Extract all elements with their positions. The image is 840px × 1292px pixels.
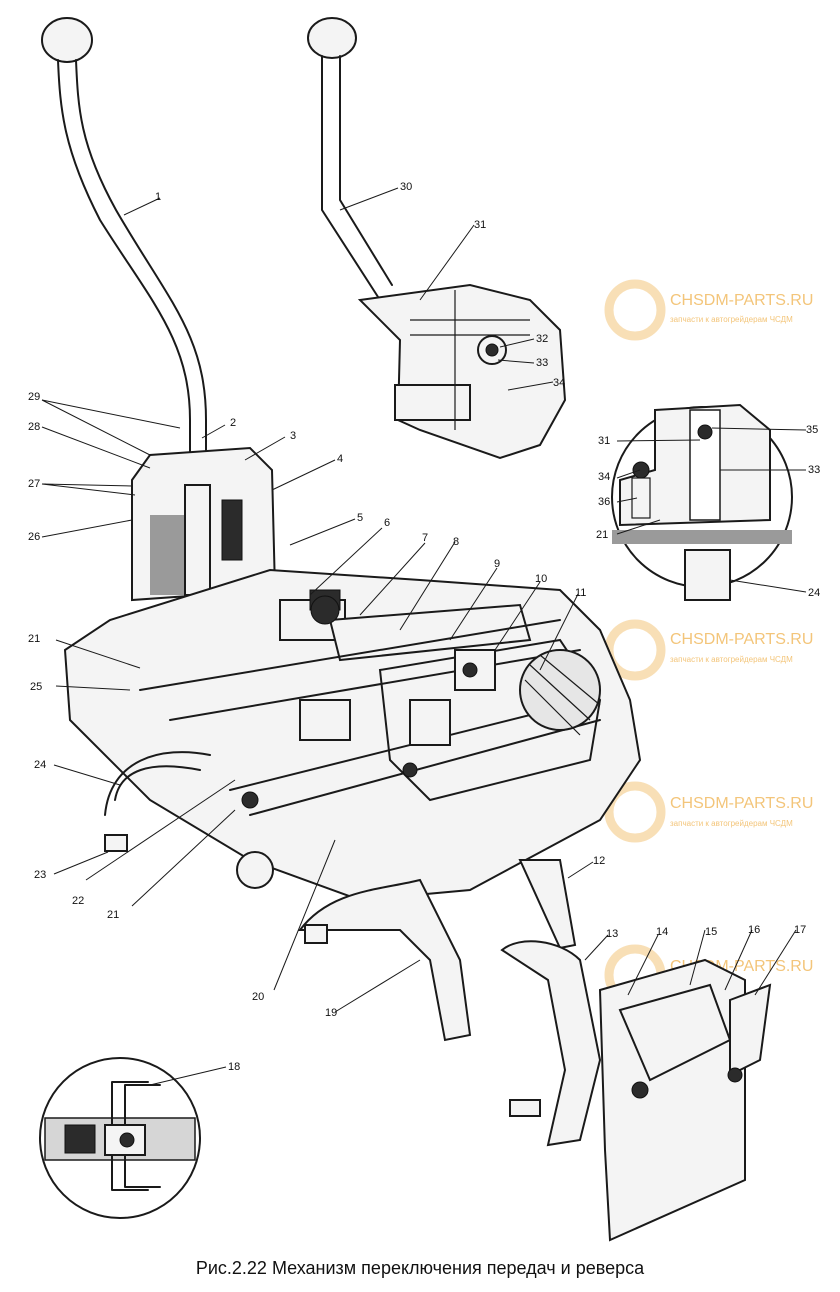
callout-32: 32 (536, 333, 548, 345)
callout-11: 11 (575, 587, 586, 599)
reverse-lever-assembly (307, 17, 567, 460)
callout-18: 18 (228, 1061, 240, 1073)
callout-labels: 1 2 3 4 5 6 7 8 9 10 11 12 13 14 15 16 1… (28, 181, 820, 1073)
callout-1: 1 (155, 191, 161, 203)
callout-25: 25 (30, 681, 42, 693)
callout-34: 34 (553, 377, 565, 389)
callout-8: 8 (453, 536, 459, 548)
callout-27: 27 (28, 478, 40, 490)
callout-12: 12 (593, 855, 605, 867)
callout-29: 29 (28, 391, 40, 403)
svg-text:запчасти к автогрейдерам ЧСДМ: запчасти к автогрейдерам ЧСДМ (670, 315, 793, 324)
callout-20: 20 (252, 991, 264, 1003)
callout-23: 23 (34, 869, 46, 881)
callout-35: 35 (806, 424, 818, 436)
watermark-2: CHSDM-PARTS.RU запчасти к автогрейдерам … (604, 619, 813, 681)
callout-7: 7 (422, 532, 428, 544)
callout-24-inset: 24 (808, 587, 820, 599)
svg-text:запчасти к автогрейдерам ЧСДМ: запчасти к автогрейдерам ЧСДМ (670, 655, 793, 664)
callout-15: 15 (705, 926, 717, 938)
watermark-1: CHSDM-PARTS.RU запчасти к автогрейдерам … (604, 279, 813, 341)
callout-14: 14 (656, 926, 668, 938)
callout-21-inset: 21 (596, 529, 608, 541)
callout-19: 19 (325, 1007, 337, 1019)
callout-5: 5 (357, 512, 363, 524)
fork-12 (518, 859, 577, 950)
callout-36: 36 (598, 496, 610, 508)
callout-34-inset: 34 (598, 471, 610, 483)
callout-6: 6 (384, 517, 390, 529)
callout-24: 24 (34, 759, 46, 771)
gear-lever (41, 17, 207, 521)
callout-33: 33 (536, 357, 548, 369)
callout-13: 13 (606, 928, 618, 940)
figure-caption: Рис.2.22 Механизм переключения передач и… (195, 1258, 645, 1278)
fork-24 (104, 751, 211, 852)
inset-detail-latch (611, 403, 793, 601)
svg-text:CHSDM-PARTS.RU: CHSDM-PARTS.RU (670, 795, 813, 812)
svg-text:CHSDM-PARTS.RU: CHSDM-PARTS.RU (670, 292, 813, 309)
callout-33-inset: 33 (808, 464, 820, 476)
callout-2: 2 (230, 417, 236, 429)
callout-31: 31 (474, 219, 486, 231)
callout-10: 10 (535, 573, 547, 585)
fork-19 (297, 878, 472, 1042)
callout-17: 17 (794, 924, 806, 936)
fork-13-assembly (500, 940, 772, 1242)
callout-28: 28 (28, 421, 40, 433)
callout-22: 22 (72, 895, 84, 907)
callout-21-bottom: 21 (107, 909, 119, 921)
callout-26: 26 (28, 531, 40, 543)
callout-9: 9 (494, 558, 500, 570)
inset-detail-fork-18 (39, 1057, 201, 1219)
callout-4: 4 (337, 453, 343, 465)
callout-30: 30 (400, 181, 412, 193)
svg-text:CHSDM-PARTS.RU: CHSDM-PARTS.RU (670, 631, 813, 648)
callout-21-left: 21 (28, 633, 40, 645)
watermark-3: CHSDM-PARTS.RU запчасти к автогрейдерам … (604, 781, 813, 843)
leader-lines (41, 187, 807, 1086)
callout-16: 16 (748, 924, 760, 936)
callout-31-inset: 31 (598, 435, 610, 447)
callout-3: 3 (290, 430, 296, 442)
shift-mechanism-housing (63, 446, 642, 902)
svg-text:запчасти к автогрейдерам ЧСДМ: запчасти к автогрейдерам ЧСДМ (670, 819, 793, 828)
